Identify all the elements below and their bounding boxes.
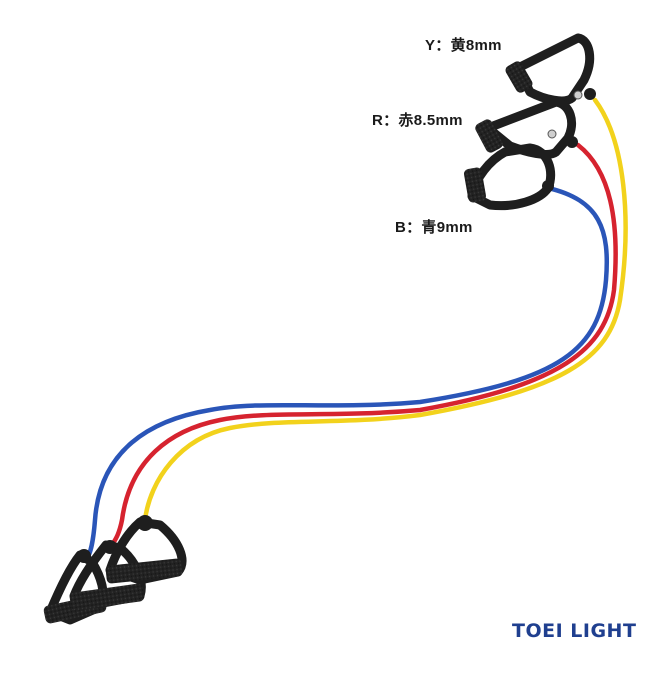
blue-cord-label: B：青9mm xyxy=(395,219,473,236)
yellow-upper-handle xyxy=(505,33,596,106)
brand-logo: TOEI LIGHT xyxy=(512,620,637,642)
yellow-cord-label: Y：黄8mm xyxy=(425,37,502,54)
yellow-cord xyxy=(142,97,628,523)
blue-cord xyxy=(83,185,609,563)
red-cord-label: R：赤8.5mm xyxy=(372,112,463,129)
lower-handles xyxy=(43,515,187,625)
yellow-lower-handle xyxy=(105,515,187,585)
upper-handles xyxy=(463,33,596,211)
blue-upper-handle xyxy=(463,143,556,211)
red-cord xyxy=(109,142,618,548)
cords xyxy=(83,97,628,563)
